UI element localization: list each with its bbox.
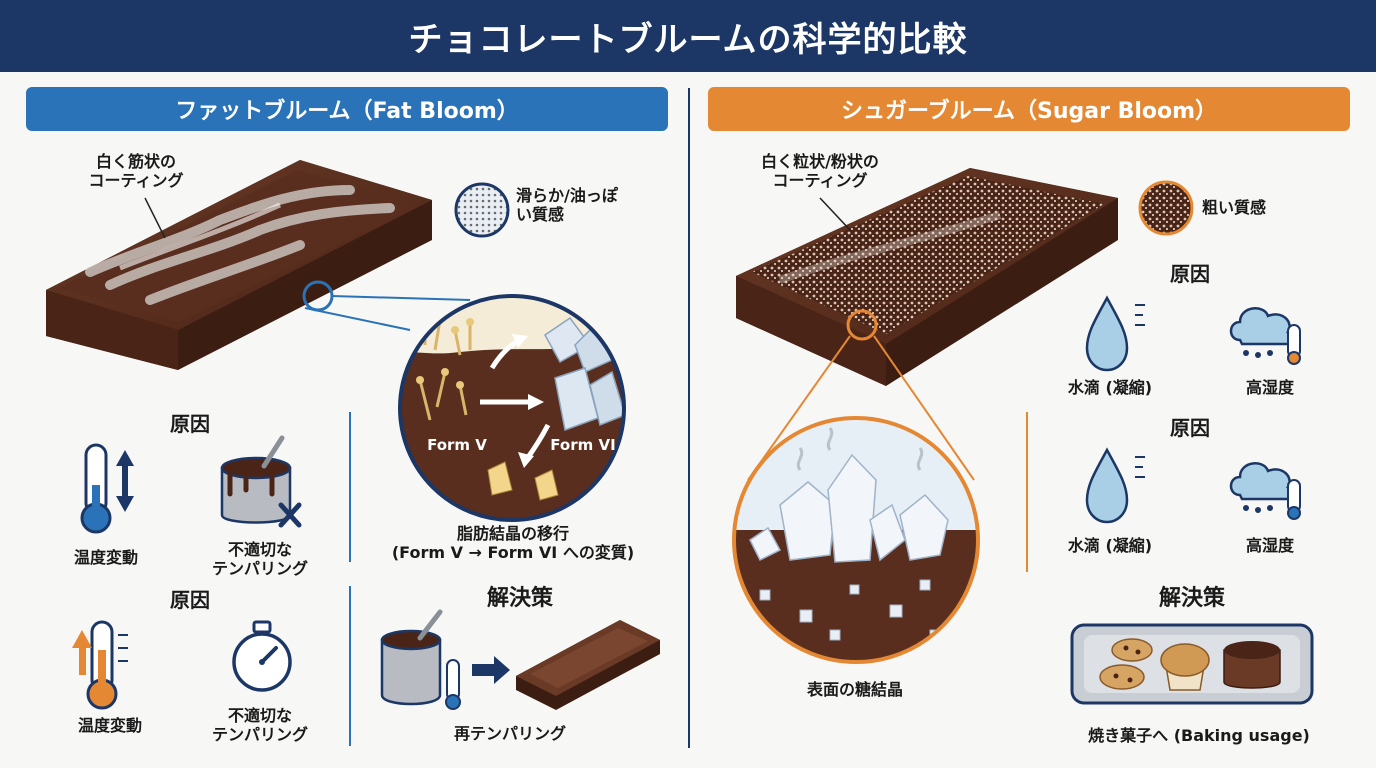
improper-tempering-label-2: 不適切なテンパリング (211, 706, 308, 745)
smooth-texture-label: 滑らか/油っぽい質感 (516, 186, 618, 225)
improper-tempering-label-1: 不適切なテンパリング (211, 540, 308, 579)
sugar-coating-label: 白く粒状/粉状のコーティング (761, 152, 879, 191)
retempering-label: 再テンパリング (453, 724, 566, 743)
tempering-pot-icon (380, 609, 461, 710)
temp-change-label-2: 温度変動 (77, 716, 142, 735)
crystal-migration-label: 脂肪結晶の移行(Form V → Form VI への変質) (391, 524, 635, 563)
fat-divider-lower (349, 586, 351, 746)
fat-cause-heading-1: 原因 (170, 412, 210, 436)
sugar-bloom-header: シュガーブルーム（Sugar Bloom） (708, 87, 1350, 131)
fat-bloom-header: ファットブルーム（Fat Bloom） (26, 87, 668, 131)
tempered-chocolate-bar (516, 620, 660, 710)
center-divider (688, 88, 690, 748)
stopwatch-icon (232, 620, 292, 692)
fat-chocolate-bar (46, 160, 432, 370)
humidity-cloud-icon-1 (1229, 307, 1301, 365)
x-mark-icon (278, 502, 302, 528)
right-arrow-icon (472, 656, 510, 684)
baking-tray-icon (1070, 623, 1314, 705)
up-arrow-icon (72, 630, 92, 675)
water-drop-label-2: 水滴 (凝縮) (1067, 536, 1153, 555)
fat-crystal-magnifier (400, 296, 624, 520)
sugar-divider-mid (1026, 412, 1028, 572)
sugar-coating-pointer (819, 197, 851, 231)
fat-coating-label: 白く筋状のコーティング (88, 152, 184, 191)
water-drop-icon-2 (1085, 447, 1145, 524)
humidity-label-2: 高湿度 (1245, 536, 1294, 555)
water-drop-label-1: 水滴 (凝縮) (1067, 378, 1153, 397)
temp-change-label-1: 温度変動 (73, 548, 138, 567)
fat-coating-pointer (144, 197, 166, 239)
sugar-solution-heading: 解決策 (1158, 586, 1225, 611)
rough-texture-label: 粗い質感 (1202, 198, 1267, 217)
page-title: チョコレートブルームの科学的比較 (0, 0, 1376, 72)
up-down-arrow-icon (116, 450, 134, 512)
sugar-chocolate-bar (736, 168, 1118, 386)
smooth-texture-swatch (454, 182, 510, 238)
baking-usage-label: 焼き菓子へ (Baking usage) (1088, 726, 1310, 745)
fat-solution-heading: 解決策 (486, 586, 553, 611)
thermometer-icon-1 (80, 443, 112, 534)
pot-icon-1 (220, 435, 292, 524)
form-vi-label: Form VI (550, 436, 616, 454)
rough-texture-swatch (1138, 180, 1194, 236)
fat-cause-heading-2: 原因 (170, 588, 210, 612)
humidity-cloud-icon-2 (1229, 462, 1301, 520)
sugar-cause-heading-2: 原因 (1170, 416, 1210, 440)
water-drop-icon-1 (1085, 295, 1145, 372)
thermometer-icon-2 (86, 620, 128, 710)
fat-divider-upper (349, 412, 351, 562)
humidity-label-1: 高湿度 (1245, 378, 1294, 397)
surface-sugar-crystal-label: 表面の糖結晶 (806, 680, 903, 699)
sugar-cause-heading-1: 原因 (1170, 262, 1210, 286)
form-v-label: Form V (427, 436, 487, 454)
